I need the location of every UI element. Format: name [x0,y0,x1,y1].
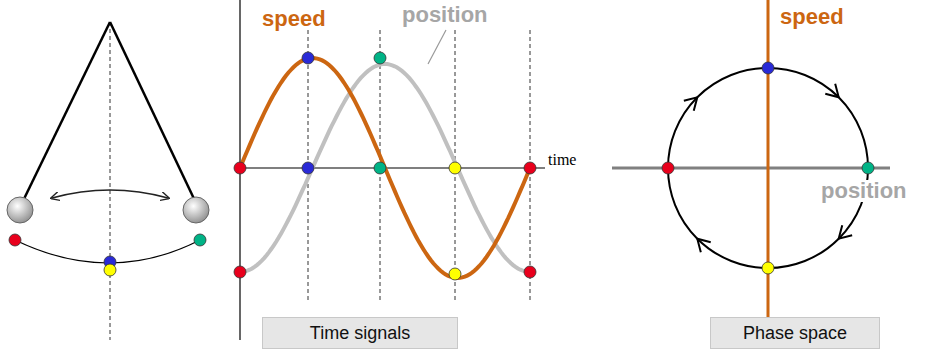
speed-curve [240,58,530,278]
caption-text: Phase space [743,324,847,342]
axis-label: time [548,152,576,168]
direction-arrow [697,239,710,252]
position-curve [240,64,530,272]
curve-label: speed [262,8,326,30]
caption-box: Time signals [262,317,458,349]
caption-box: Phase space [710,317,880,349]
axis-label: position [820,180,908,202]
caption-text: Time signals [310,324,410,342]
curve-label: position [402,4,488,26]
phase-plot [612,0,890,340]
time-plot [234,0,545,340]
direction-arrow [839,225,852,238]
axis-label: speed [780,6,844,28]
direction-arrow [684,97,697,110]
pendulum [7,22,209,340]
direction-arrow [825,84,838,97]
